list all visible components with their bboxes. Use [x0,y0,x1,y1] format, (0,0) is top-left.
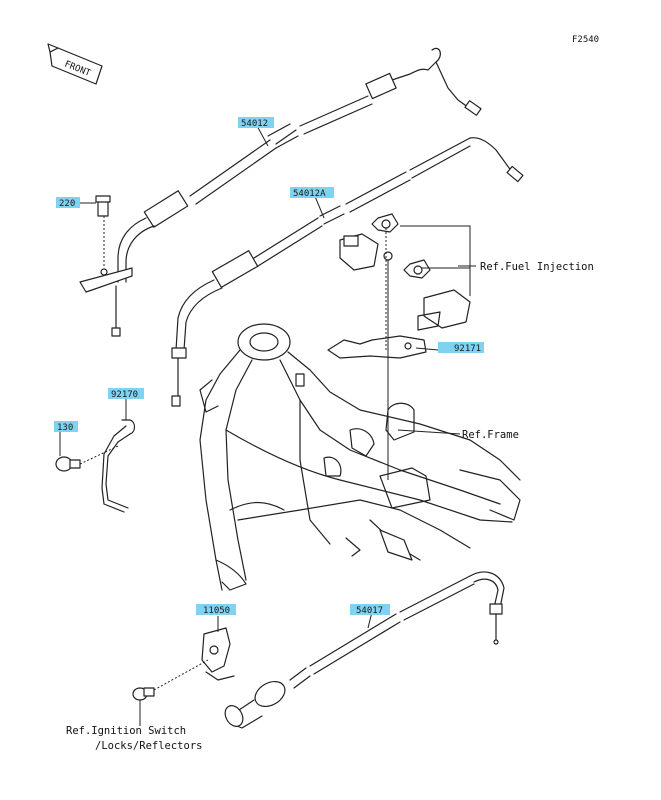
fuel-injection-sensors [327,213,471,480]
part-label-54012A[interactable]: 54012A [290,187,334,199]
part-label-11050[interactable]: 11050 [196,604,236,616]
svg-text:220: 220 [59,199,75,209]
part-label-54012[interactable]: 54012 [238,117,274,129]
svg-text:92171: 92171 [454,344,481,354]
front-arrow-icon: FRONT [47,43,103,85]
ref-ignition-switch-line1[interactable]: Ref.Ignition Switch [66,725,186,737]
part-label-130[interactable]: 130 [54,421,78,433]
svg-text:54012A: 54012A [293,189,326,199]
part-label-92171[interactable]: 92171 [438,342,484,354]
svg-text:54017: 54017 [356,606,383,616]
svg-text:130: 130 [57,423,73,433]
leader-lines [255,123,476,629]
ref-ignition-switch-line2[interactable]: /Locks/Reflectors [95,740,202,752]
part-label-220[interactable]: 220 [56,197,80,209]
svg-text:92170: 92170 [111,390,138,400]
cable-bracket [79,195,133,337]
bracket-92170 [55,398,136,513]
choke-cable-54017 [224,571,505,729]
throttle-cable-54012 [117,47,482,283]
ref-fuel-injection[interactable]: Ref.Fuel Injection [480,261,594,273]
svg-text:54012: 54012 [241,119,268,129]
motorcycle-frame [199,323,521,591]
figure-code: F2540 [572,35,599,45]
part-label-92170[interactable]: 92170 [108,388,144,400]
bracket-11050 [132,616,235,726]
part-label-54017[interactable]: 54017 [350,604,390,616]
ref-frame[interactable]: Ref.Frame [462,429,519,441]
throttle-cable-54012A [171,137,524,407]
svg-text:11050: 11050 [203,606,230,616]
